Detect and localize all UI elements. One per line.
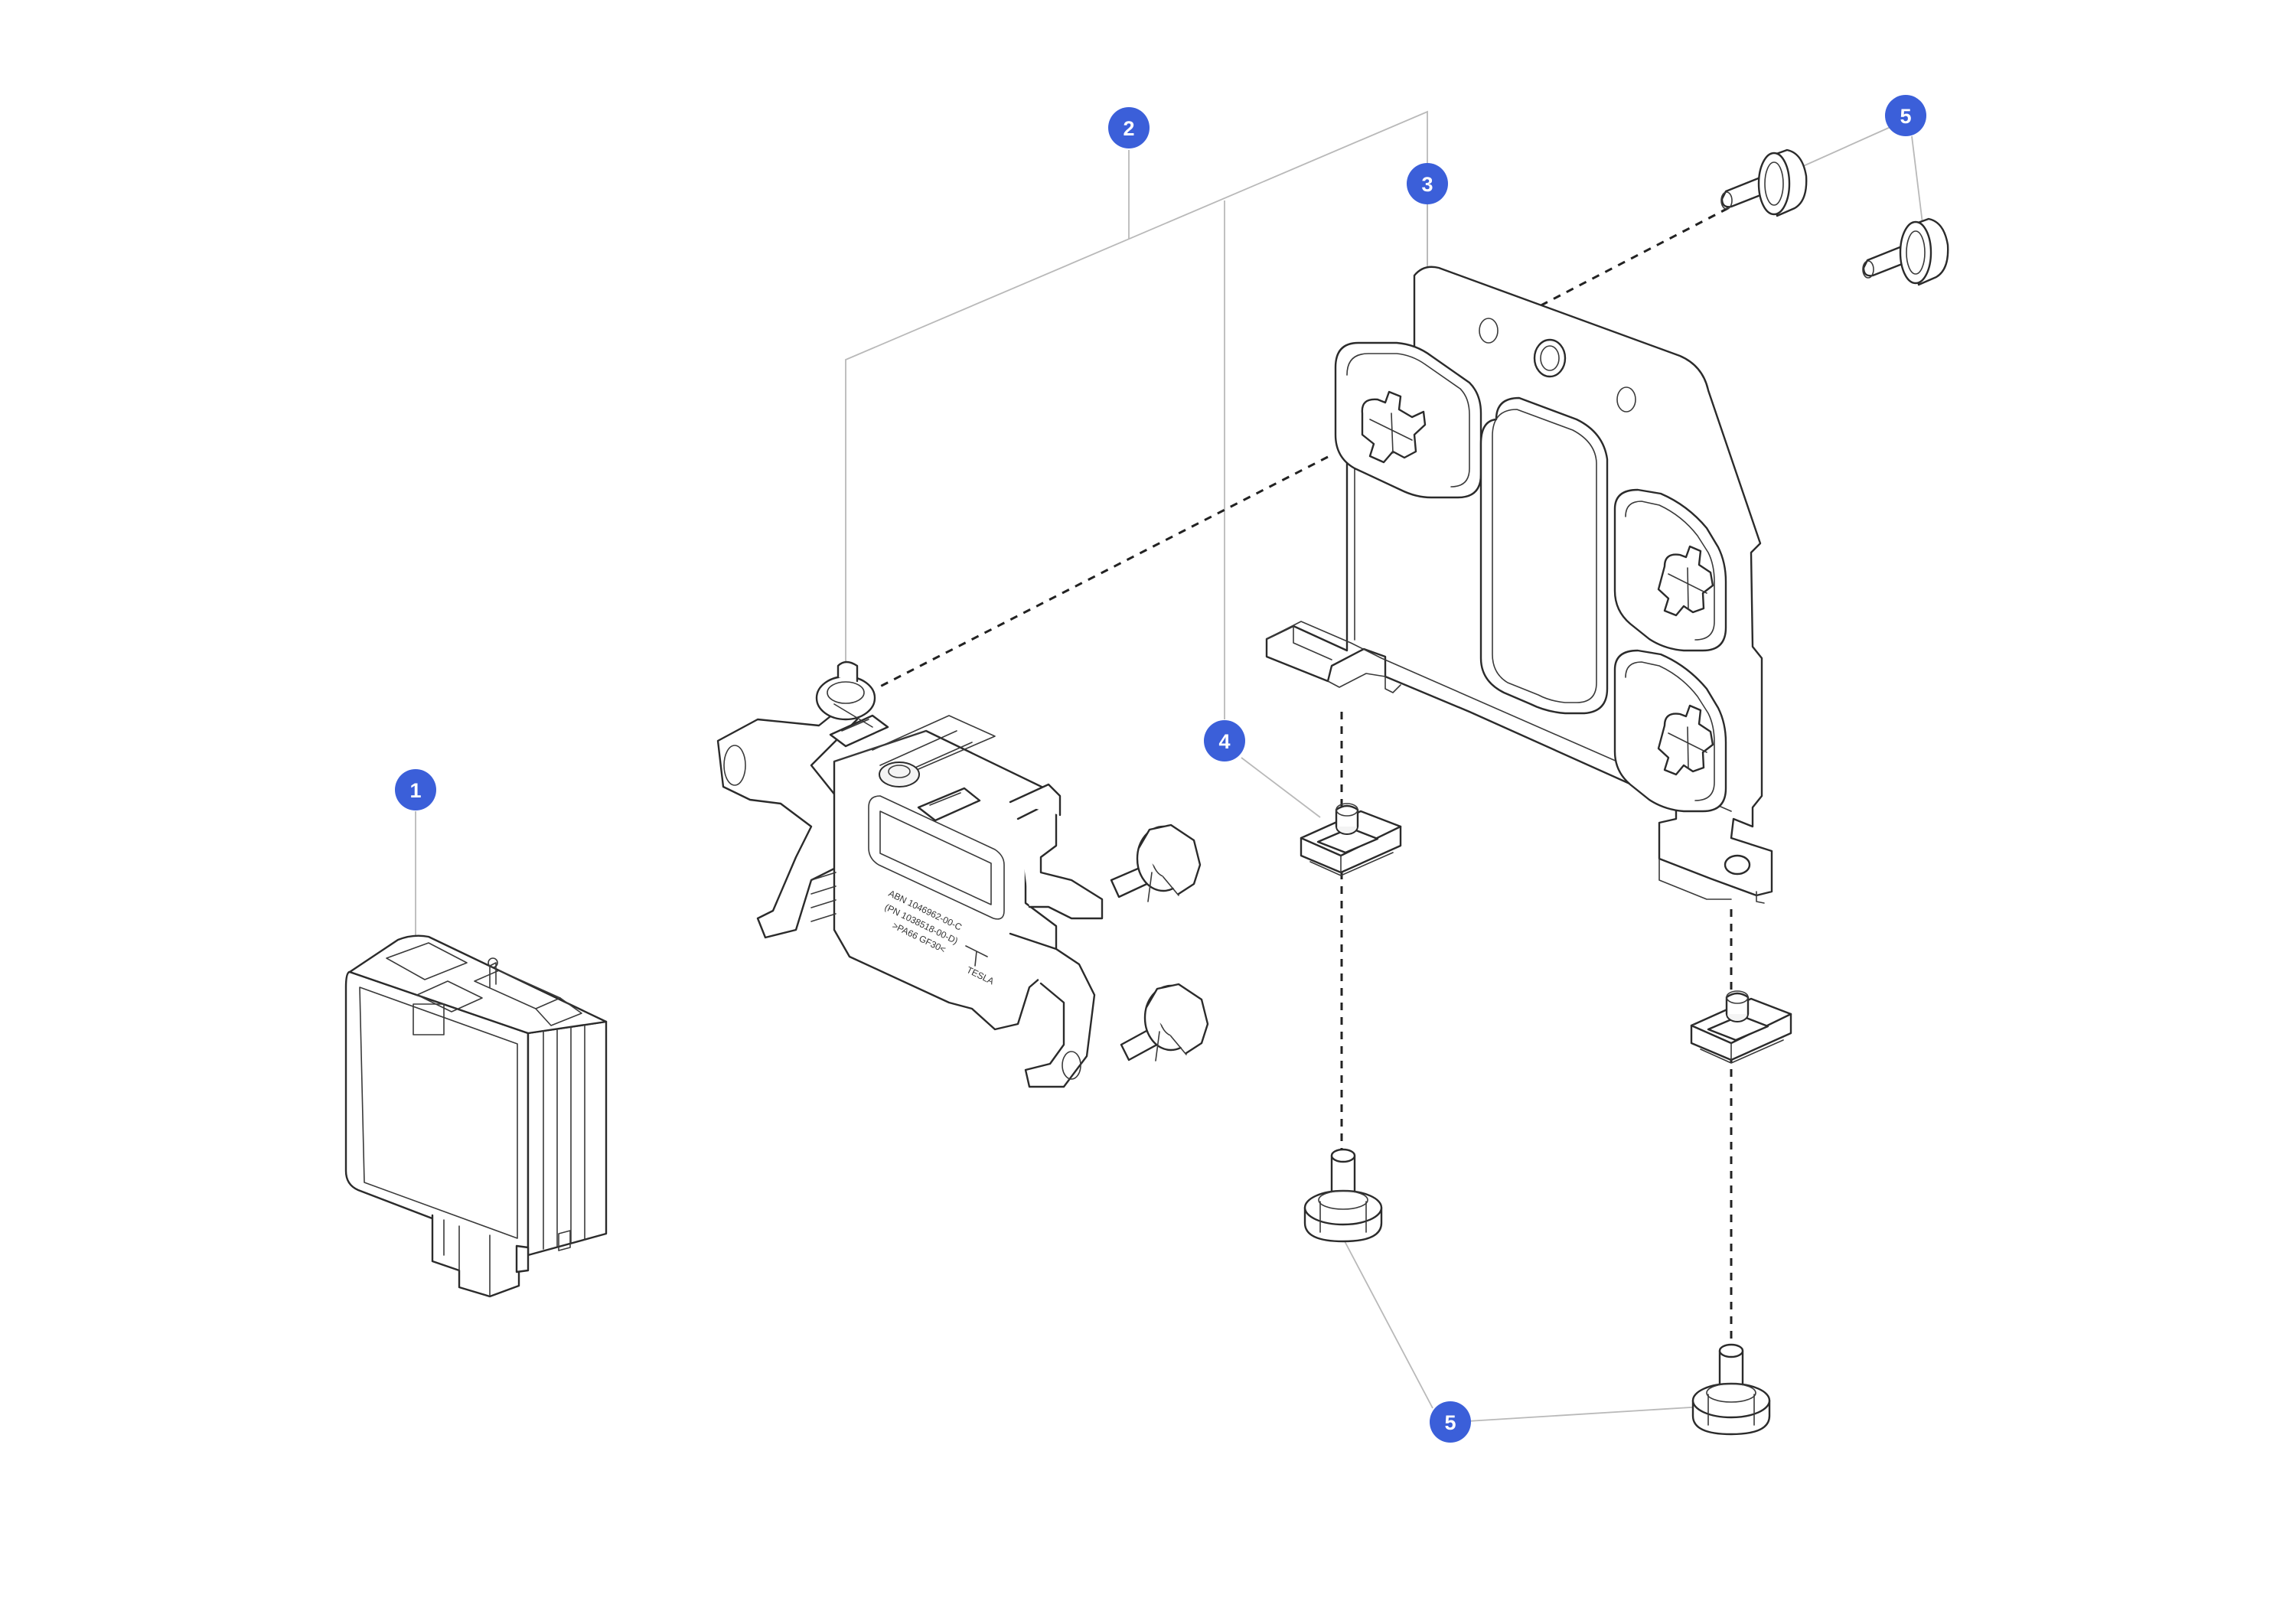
control-module <box>344 934 608 1298</box>
bolt-top-lower <box>1862 217 1949 286</box>
leader-line-5a-1 <box>1794 126 1891 171</box>
callout-badge-5-bottom <box>1430 1401 1471 1443</box>
leader-line-5b-2 <box>1467 1406 1704 1422</box>
callout-badge-1 <box>395 769 436 810</box>
leader-line-5b-1 <box>1344 1241 1433 1409</box>
callout-badge-4 <box>1204 720 1245 761</box>
bracket-hole-center <box>1533 338 1567 378</box>
clip-nut-upper <box>1300 803 1402 876</box>
clip-nut-lower <box>1690 990 1792 1064</box>
leader-line-5a-2 <box>1911 135 1923 224</box>
callout-label-4: 4 <box>1218 730 1230 753</box>
callout-label-5-bottom: 5 <box>1444 1411 1456 1434</box>
bracket-hole-small-left <box>1479 318 1499 344</box>
bracket-clip-cutout-3 <box>1657 704 1714 776</box>
module-carrier: ABN 1046962-00-C (PN 1038518-00-D) >PA66… <box>716 660 1209 1088</box>
callout-1: 1 <box>395 769 436 810</box>
bolt-bottom-left <box>1303 1148 1383 1243</box>
callout-badge-2 <box>1108 107 1150 148</box>
callout-label-3: 3 <box>1421 173 1433 196</box>
callout-3: 3 <box>1407 163 1448 204</box>
leader-lines <box>415 110 1923 1422</box>
bracket-hole-small-right <box>1616 386 1636 413</box>
callout-label-2: 2 <box>1123 117 1134 140</box>
mounting-bracket <box>1265 266 1773 904</box>
callout-badge-3 <box>1407 163 1448 204</box>
callout-4: 4 <box>1204 720 1245 761</box>
bolt-bottom-right <box>1691 1343 1771 1436</box>
bracket-clip-cutout-1 <box>1361 390 1427 464</box>
carrier-pin-lower <box>1120 983 1209 1061</box>
callout-2: 2 <box>1108 107 1150 148</box>
bracket-clip-cutout-2 <box>1657 545 1714 617</box>
callout-5-top: 5 <box>1885 95 1926 136</box>
callout-label-1: 1 <box>409 779 421 802</box>
bracket-foot-hole <box>1724 854 1751 876</box>
bolt-top-upper <box>1720 148 1808 217</box>
callout-badge-5-top <box>1885 95 1926 136</box>
callouts: 1 2 3 4 5 5 <box>395 95 1926 1443</box>
leader-line-4 <box>1241 757 1321 818</box>
assembly-line-carrier <box>878 455 1329 689</box>
carrier-pin-upper <box>1110 823 1202 902</box>
callout-5-bottom: 5 <box>1430 1401 1471 1443</box>
callout-label-5-top: 5 <box>1900 105 1911 128</box>
brand-logo-icon <box>965 945 988 967</box>
